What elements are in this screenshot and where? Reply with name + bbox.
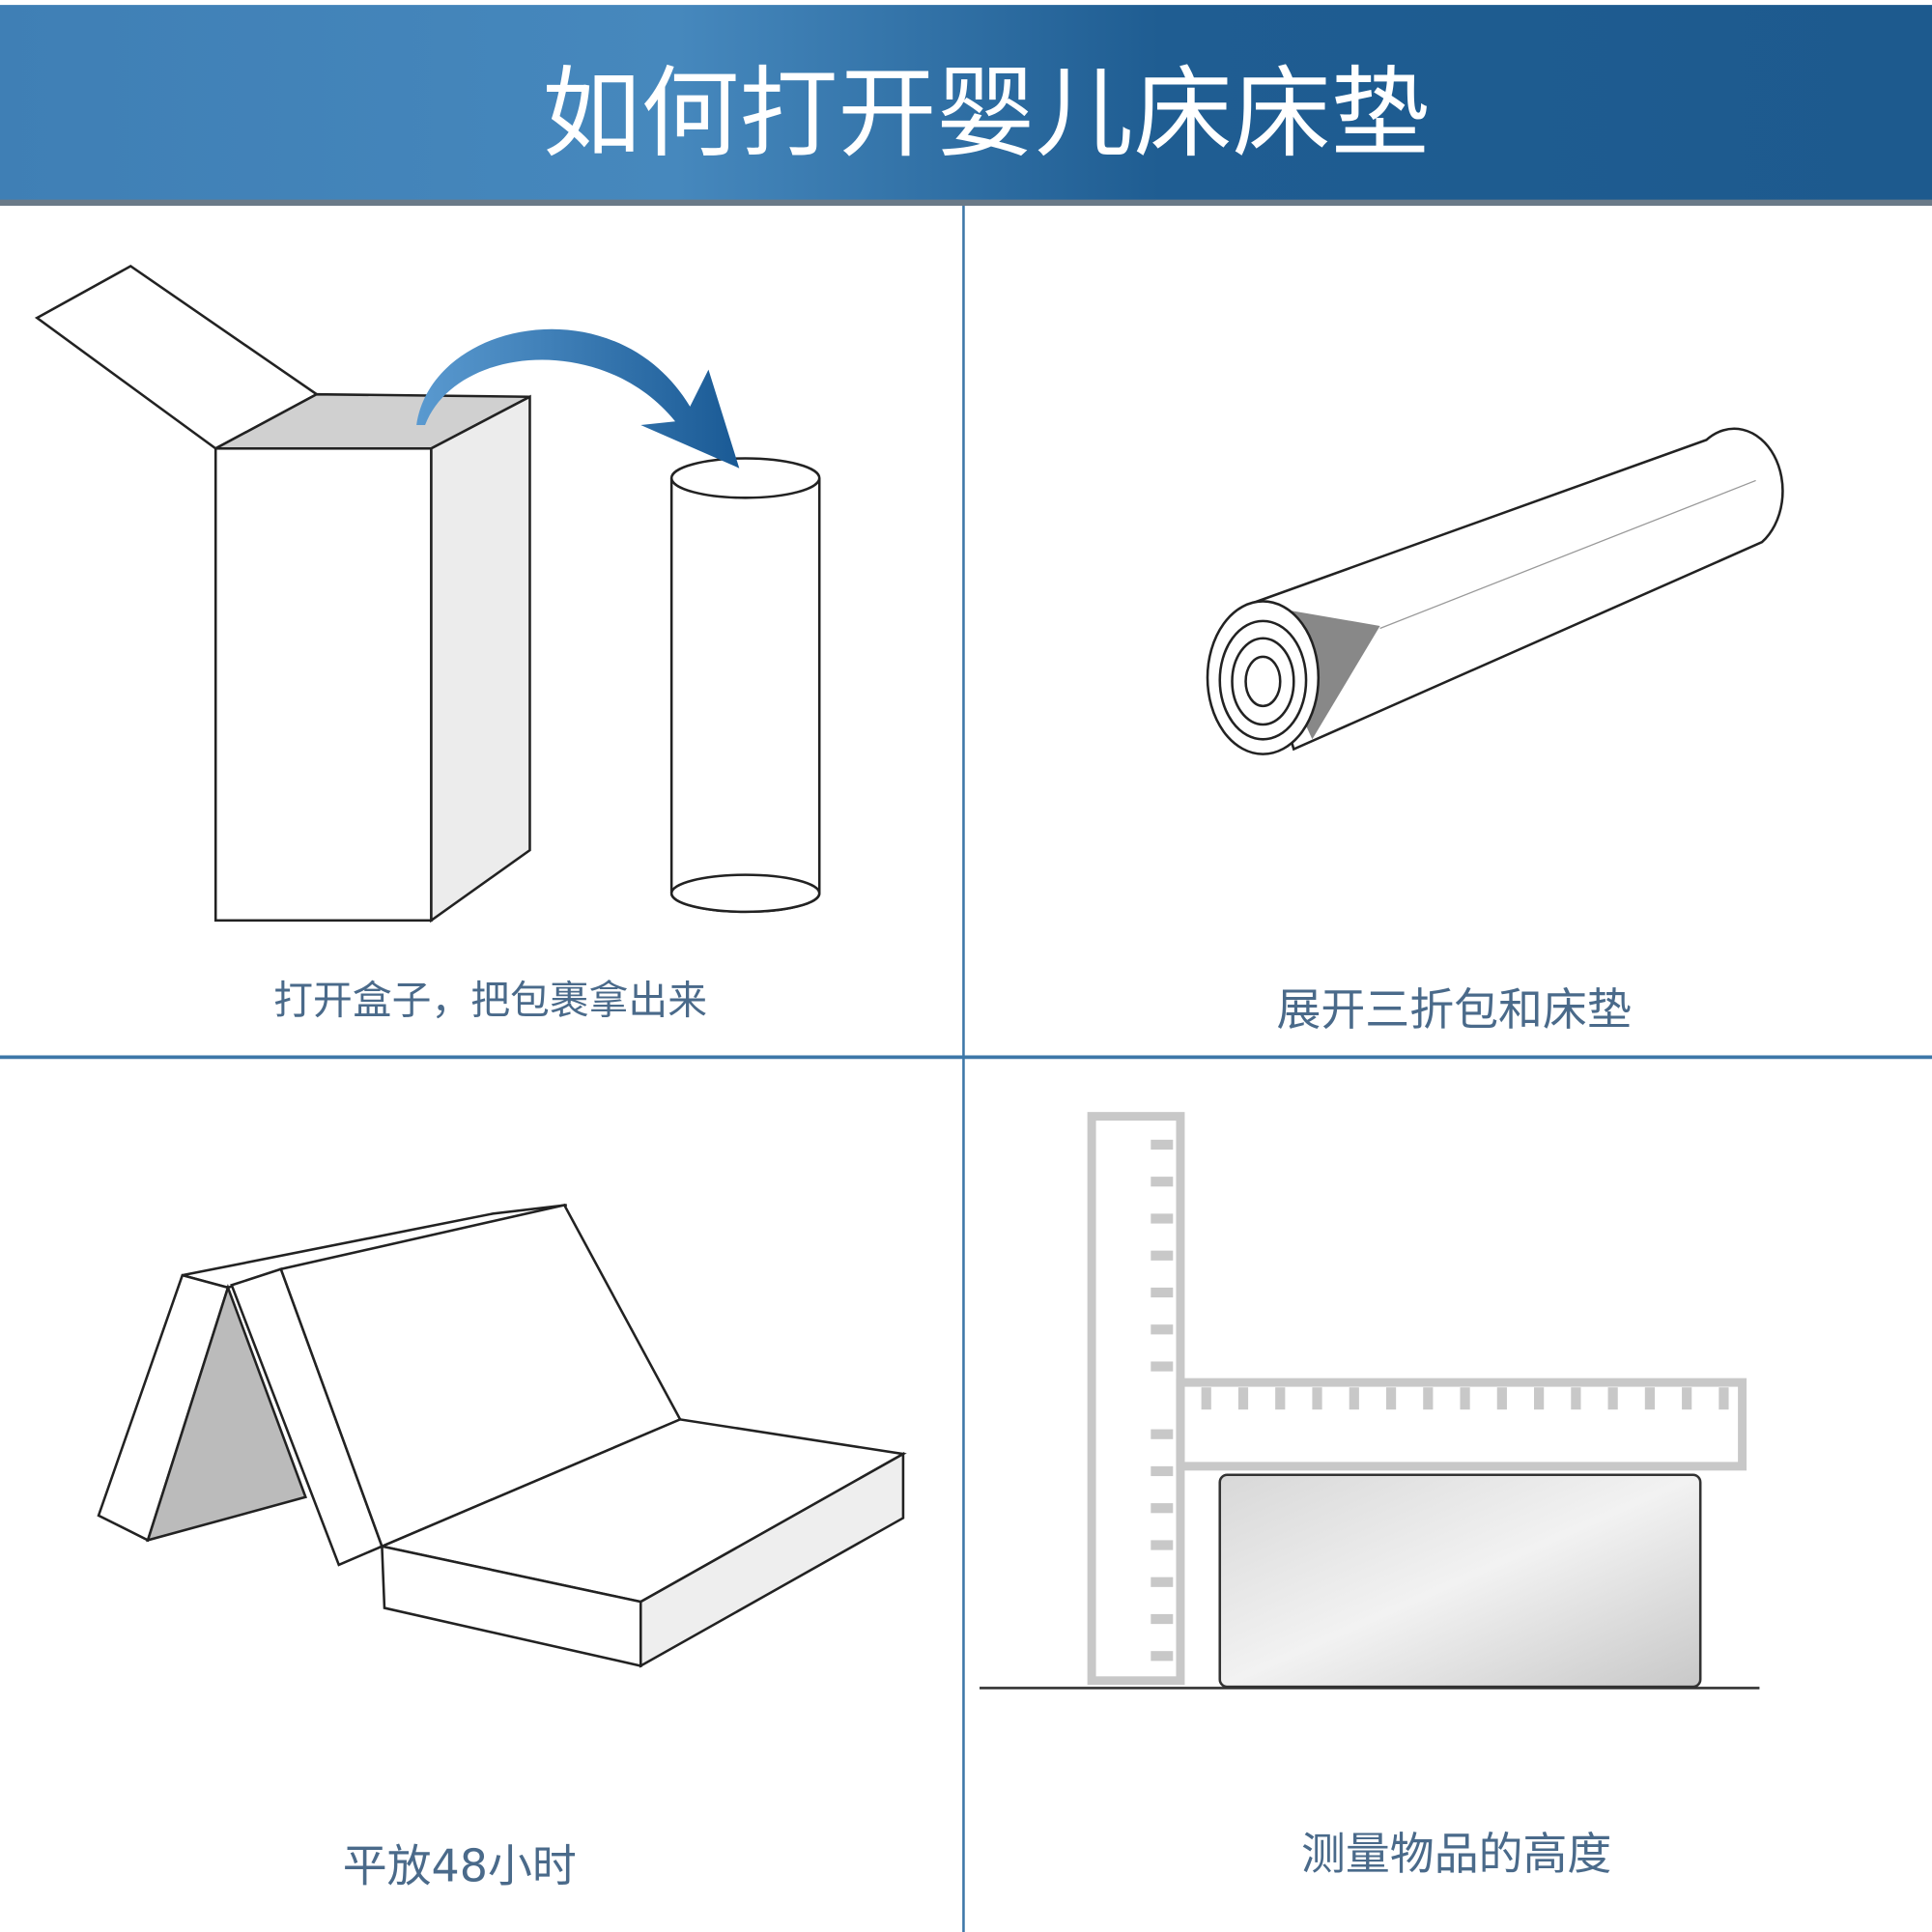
arrow-icon bbox=[416, 328, 740, 469]
step-2-caption: 展开三折包和床垫 bbox=[1276, 983, 1631, 1036]
step-4-caption: 测量物品的高度 bbox=[1301, 1828, 1611, 1880]
rolled-mattress-icon bbox=[1206, 427, 1784, 755]
step-3-caption: 平放48小时 bbox=[343, 1840, 577, 1892]
step-1-caption: 打开盒子，把包裹拿出来 bbox=[273, 978, 707, 1024]
box-to-roll-icon bbox=[34, 265, 821, 923]
ruler-measure-icon bbox=[980, 1112, 1760, 1690]
page-title: 如何打开婴儿床床垫 bbox=[542, 57, 1429, 172]
measured-object bbox=[1218, 1473, 1702, 1689]
header-banner: 如何打开婴儿床床垫 bbox=[0, 5, 1932, 207]
folded-mattress-icon bbox=[97, 1203, 907, 1668]
